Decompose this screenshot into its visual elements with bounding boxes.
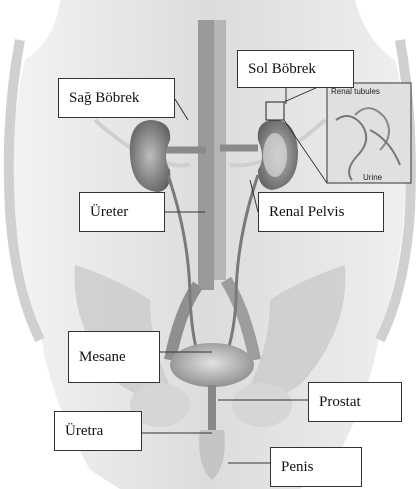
label-sag-bobrek: Sağ Böbrek: [58, 78, 175, 118]
label-uretra: Üretra: [54, 411, 142, 451]
label-renal-pelvis: Renal Pelvis: [258, 192, 384, 232]
inset-label-renal-tubules: Renal tubules: [331, 87, 380, 96]
label-sol-bobrek: Sol Böbrek: [237, 50, 354, 88]
bladder: [170, 343, 254, 387]
inset-label-urine: Urine: [363, 173, 383, 182]
label-ureter: Üreter: [79, 192, 165, 232]
label-penis: Penis: [270, 447, 362, 487]
label-prostat: Prostat: [308, 382, 402, 422]
renal-tubules-inset: Renal tubules Urine: [327, 83, 411, 183]
label-mesane: Mesane: [68, 331, 160, 383]
